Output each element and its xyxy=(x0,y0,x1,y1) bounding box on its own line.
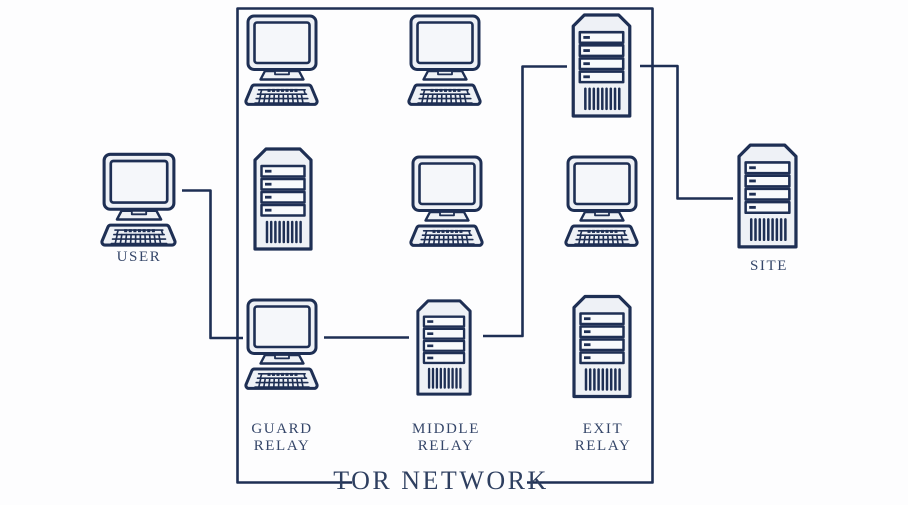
user-computer xyxy=(100,152,178,248)
server-icon xyxy=(571,13,632,118)
middle-relay-server xyxy=(416,295,472,400)
topright-to-site-line xyxy=(640,64,733,200)
user-to-guard-line xyxy=(182,189,243,340)
tor-network-title: TOR NETWORK xyxy=(333,465,549,495)
server-icon xyxy=(737,143,798,249)
server-icon xyxy=(572,294,632,399)
computer-icon xyxy=(407,14,483,107)
middle-relay-label: MIDDLE RELAY xyxy=(412,421,480,455)
exit-relay-server xyxy=(572,294,632,399)
guard-relay-label: GUARD RELAY xyxy=(251,421,313,455)
computer-icon xyxy=(244,14,320,107)
user-label: USER xyxy=(116,249,162,265)
tor-node-computer-top-center xyxy=(407,14,483,107)
site-server xyxy=(737,143,798,249)
computer-icon xyxy=(100,152,178,248)
tor-node-computer-top-left xyxy=(244,14,320,107)
computer-icon xyxy=(564,155,640,248)
tor-node-server-mid-left xyxy=(253,147,313,251)
exit-relay-label: EXIT RELAY xyxy=(574,421,632,455)
tor-node-computer-mid-right xyxy=(564,155,640,248)
tor-node-computer-mid-center xyxy=(409,155,485,248)
server-icon xyxy=(253,147,313,251)
computer-icon xyxy=(244,298,320,391)
tor-network-box-border xyxy=(236,7,654,484)
middle-to-topright-line xyxy=(483,65,567,338)
guard-relay-computer xyxy=(244,298,320,391)
site-label: SITE xyxy=(749,258,789,274)
server-icon xyxy=(416,295,472,400)
tor-node-server-top-right xyxy=(571,13,632,118)
computer-icon xyxy=(409,155,485,248)
